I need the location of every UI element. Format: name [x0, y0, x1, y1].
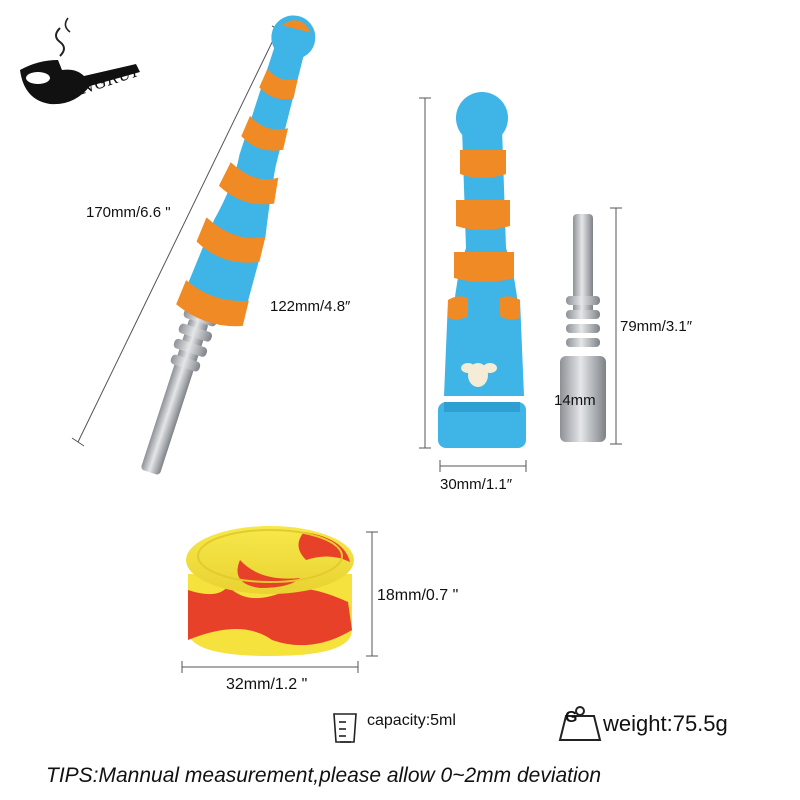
dimension-line-body-width — [439, 460, 527, 472]
label-jar-height: 18mm/0.7 " — [377, 587, 459, 604]
dimension-line-jar-width — [181, 661, 359, 673]
label-body-width: 30mm/1.1″ — [440, 476, 513, 493]
label-tip-diameter: 14mm — [554, 392, 596, 409]
collector-tilted — [141, 15, 316, 475]
dimension-line-body-height — [419, 97, 431, 449]
weight-text: weight:75.5g — [603, 711, 728, 736]
measuring-cup-icon — [333, 713, 357, 743]
label-jar-width: 32mm/1.2 " — [226, 676, 308, 693]
tips-text: TIPS:Mannual measurement,please allow 0~… — [46, 764, 602, 787]
weight-icon-letter: G — [565, 709, 578, 726]
brand-logo — [20, 17, 140, 105]
label-tip-length: 79mm/3.1″ — [620, 318, 693, 335]
label-total-length: 170mm/6.6 " — [86, 204, 171, 221]
collector-upright — [438, 92, 526, 448]
dimension-line-tip-height — [610, 207, 622, 445]
capacity-text: capacity:5ml — [367, 712, 456, 729]
metal-tip-standalone — [560, 214, 606, 442]
label-silicone-length: 122mm/4.8″ — [270, 298, 351, 315]
silicone-jar — [186, 526, 354, 656]
dimension-line-jar-height — [366, 531, 378, 657]
weight-g-icon — [558, 706, 602, 741]
